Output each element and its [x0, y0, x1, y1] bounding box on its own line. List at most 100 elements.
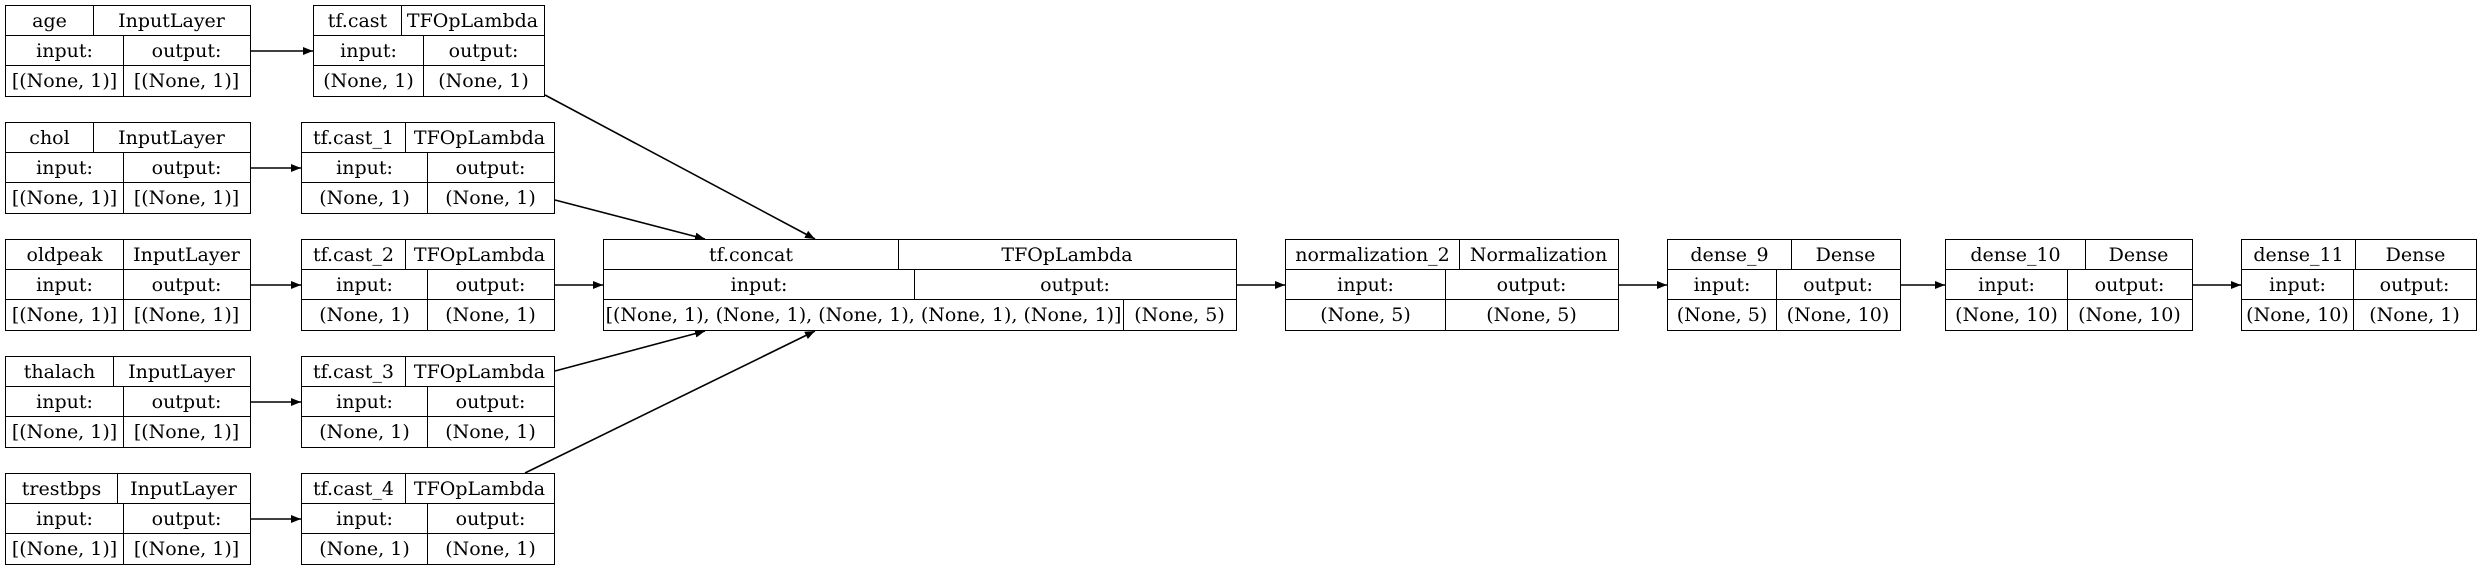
output-label: output: — [2094, 273, 2165, 296]
layer-row: (None, 10)(None, 1) — [2242, 300, 2476, 330]
layer-row: (None, 1) (None, 1) — [302, 534, 554, 564]
layer-row: (None, 1)(None, 1) — [302, 300, 554, 330]
layer-row: [(None, 1)] [(None, 1)] — [6, 534, 250, 564]
input-shape: (None, 5) — [1286, 300, 1446, 330]
input-shape: [(None, 1)] — [6, 417, 124, 447]
layer-name: age — [6, 6, 94, 35]
input-label: input: — [6, 504, 124, 533]
layer-row: (None, 5)(None, 5) — [1286, 300, 1618, 330]
layer-name: dense_9 — [1668, 240, 1792, 269]
output-label: output: — [151, 156, 222, 179]
input-label: input: — [302, 270, 428, 299]
input-label: input: — [6, 36, 124, 65]
input-label: input: — [6, 153, 124, 182]
output-label: output: — [455, 390, 526, 413]
layer-type: InputLayer — [128, 360, 235, 383]
edge-cast3-concat — [554, 329, 706, 372]
output-label: output: — [455, 156, 526, 179]
layer-row: input:output: — [302, 153, 554, 183]
layer-row: [(None, 1)] [(None, 1)] — [6, 183, 250, 213]
input-shape: (None, 1) — [302, 417, 428, 447]
layer-type: TFOpLambda — [413, 126, 546, 149]
layer-row: dense_9 Dense — [1668, 240, 1900, 270]
layer-row: input:output: — [1286, 270, 1618, 300]
input-label: input: — [2242, 270, 2354, 299]
output-shape: (None, 1) — [445, 538, 536, 560]
output-shape: (None, 1) — [2369, 304, 2460, 326]
layer-type: InputLayer — [118, 9, 225, 32]
layer-row: input:output: — [6, 504, 250, 534]
layer-name: tf.concat — [604, 240, 899, 269]
output-label: output: — [448, 39, 519, 62]
layer-row: [(None, 1)][(None, 1)] — [6, 417, 250, 447]
layer-row: [(None, 1)][(None, 1)] — [6, 66, 250, 96]
edge-cast1-concat — [554, 199, 706, 241]
edge-cast-concat — [544, 94, 816, 240]
output-label: output: — [151, 39, 222, 62]
edge-cast4-concat — [524, 330, 816, 474]
layer-row: input:output: — [1946, 270, 2192, 300]
input-label: input: — [6, 270, 124, 299]
layer-row: age InputLayer — [6, 6, 250, 36]
layer-type: TFOpLambda — [413, 243, 546, 266]
output-shape: [(None, 1)] — [133, 187, 240, 209]
layer-row: (None, 1)(None, 1) — [314, 66, 544, 96]
layer-name: tf.cast_1 — [302, 123, 406, 152]
layer-row: (None, 5)(None, 10) — [1668, 300, 1900, 330]
input-label: input: — [314, 36, 424, 65]
layer-type: TFOpLambda — [406, 9, 539, 32]
layer-type: TFOpLambda — [1001, 243, 1133, 266]
layer-type: InputLayer — [133, 243, 240, 266]
input-shape: [(None, 1)] — [6, 183, 124, 213]
output-shape: [(None, 1)] — [133, 304, 240, 326]
layer-row: input: output: — [314, 36, 544, 66]
input-shape: [(None, 1)] — [6, 534, 124, 564]
input-shape: (None, 1) — [302, 534, 428, 564]
layer-row: input: output: — [6, 36, 250, 66]
layer-row: input: output: — [6, 153, 250, 183]
layer-row: input:output: — [302, 504, 554, 534]
layer-type: Dense — [1815, 243, 1876, 266]
input-shape: [(None, 1)] — [6, 300, 124, 330]
layer-row: input:output: — [2242, 270, 2476, 300]
output-shape: (None, 5) — [1134, 304, 1225, 326]
layer-row: input:output: — [6, 387, 250, 417]
layer-row: input:output: — [302, 270, 554, 300]
layer-row: tf.cast_1 TFOpLambda — [302, 123, 554, 153]
output-shape: [(None, 1)] — [133, 538, 240, 560]
layer-name: tf.cast_2 — [302, 240, 406, 269]
input-shape: [(None, 1)] — [6, 66, 124, 96]
layer-name: tf.cast_4 — [302, 474, 406, 503]
input-label: input: — [604, 270, 915, 299]
input-shape: (None, 1) — [314, 66, 424, 96]
input-shape: (None, 10) — [1946, 300, 2068, 330]
layer-name: dense_10 — [1946, 240, 2086, 269]
layer-node-cast2: tf.cast_2 TFOpLambda input:output:(None, 1… — [301, 239, 555, 331]
layer-name: normalization_2 — [1286, 240, 1460, 269]
output-label: output: — [1803, 273, 1873, 296]
output-label: output: — [1040, 273, 1110, 296]
layer-type: Dense — [2385, 243, 2446, 266]
layer-row: dense_10 Dense — [1946, 240, 2192, 270]
output-label: output: — [151, 390, 222, 413]
layer-type: Dense — [2108, 243, 2169, 266]
